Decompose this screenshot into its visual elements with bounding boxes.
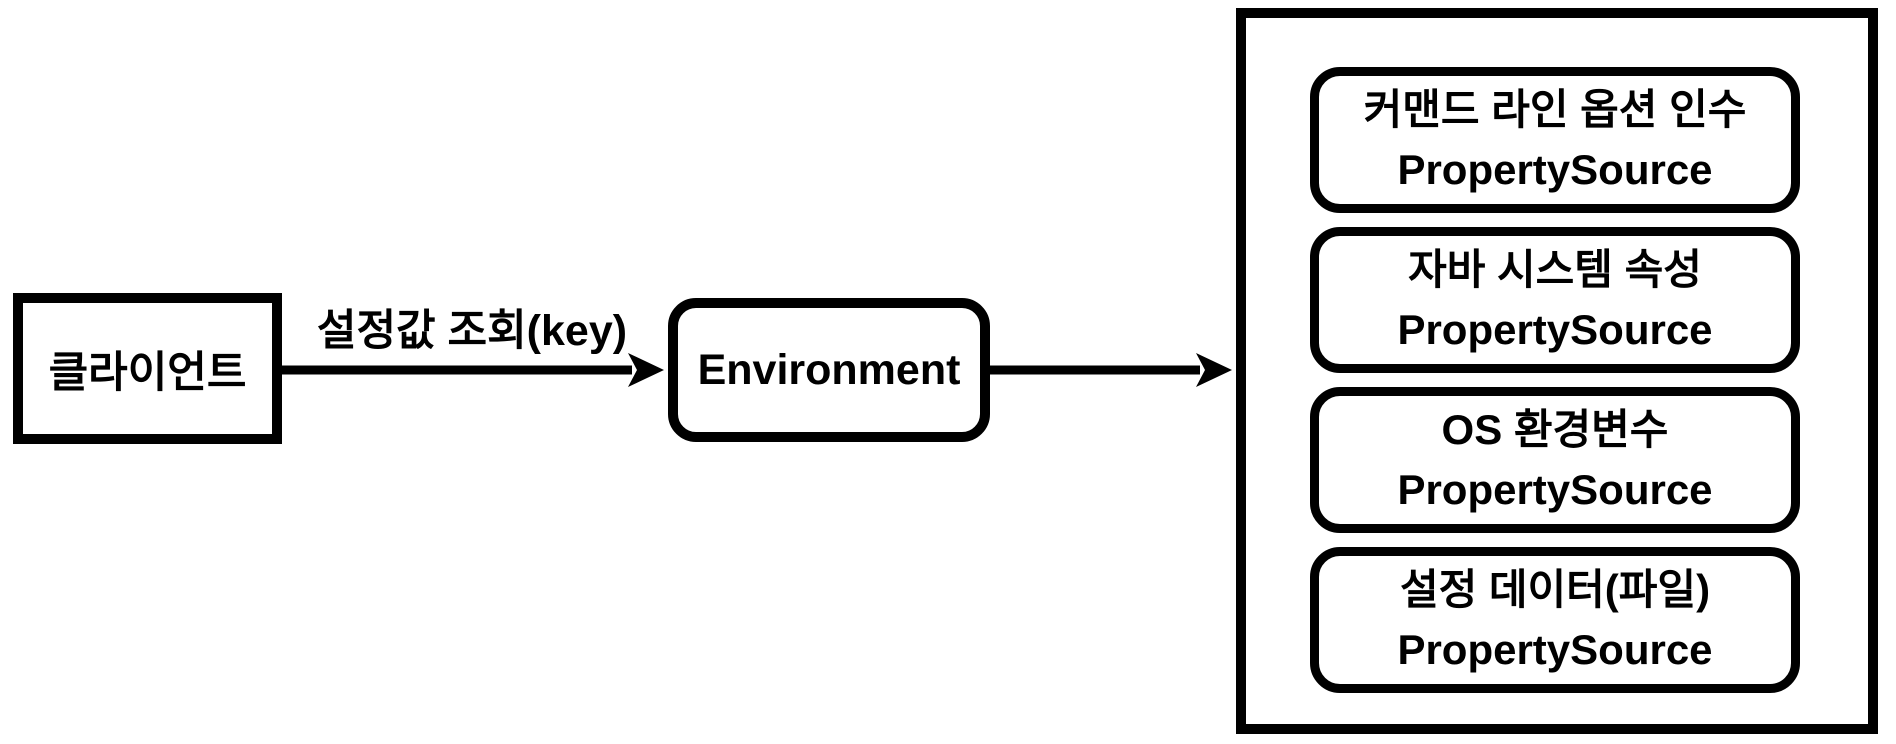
property-source-type: PropertySource [1397,466,1713,513]
client-label: 클라이언트 [48,348,247,397]
property-source-type: PropertySource [1397,626,1713,673]
property-source-config-data: 설정 데이터(파일) PropertySource [1310,547,1800,693]
property-source-command-line: 커맨드 라인 옵션 인수 PropertySource [1310,67,1800,213]
property-source-name: 커맨드 라인 옵션 인수 [1363,86,1747,134]
property-sources-container: 커맨드 라인 옵션 인수 PropertySource 자바 시스템 속성 Pr… [1236,8,1878,734]
property-source-java-system: 자바 시스템 속성 PropertySource [1310,227,1800,373]
request-arrow-label: 설정값 조회(key) [316,307,628,355]
property-source-name: 자바 시스템 속성 [1408,246,1702,294]
environment-label: Environment [697,345,961,394]
property-source-type: PropertySource [1397,146,1713,193]
arrow-environment-to-sources [988,353,1232,387]
property-source-name: OS 환경변수 [1441,406,1669,454]
property-source-os-env: OS 환경변수 PropertySource [1310,387,1800,533]
arrow-client-to-environment [280,353,664,387]
environment-node: Environment [668,298,990,442]
property-source-name: 설정 데이터(파일) [1399,566,1711,614]
client-node: 클라이언트 [13,293,282,444]
property-source-type: PropertySource [1397,306,1713,353]
